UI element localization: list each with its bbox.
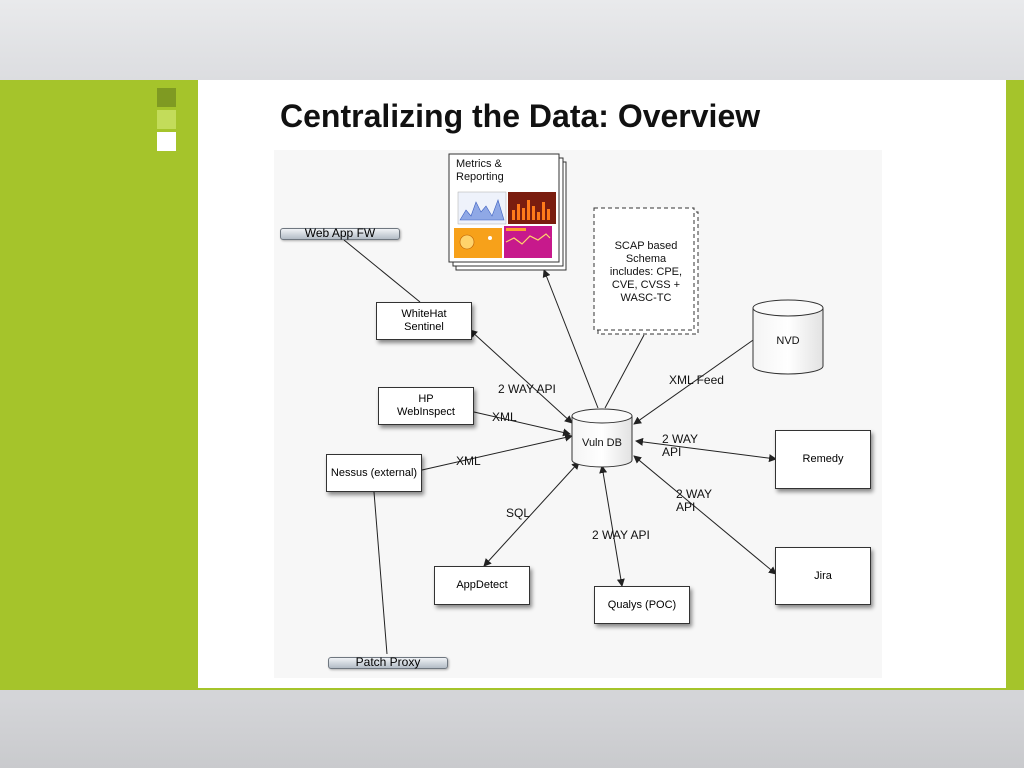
qualys-poc-box: Qualys (POC) <box>594 586 690 624</box>
edge-qualys-vulndb <box>602 466 622 586</box>
edge-scap-vulndb <box>605 335 644 408</box>
edge-appdetect-vulndb <box>484 462 579 566</box>
edge-whitehat-vulndb <box>470 330 572 423</box>
jira-box: Jira <box>775 547 871 605</box>
edge-jira-vulndb <box>634 456 776 574</box>
vuln-db-label: Vuln DB <box>572 437 632 450</box>
patch-proxy-label: Patch Proxy <box>329 656 447 669</box>
whitehat-sentinel-box: WhiteHat Sentinel <box>376 302 472 340</box>
patch-proxy-device: Patch Proxy <box>328 657 448 669</box>
web-app-fw-label: Web App FW <box>281 227 399 240</box>
metrics-reporting-label: Metrics & Reporting <box>456 158 526 184</box>
slide-title: Centralizing the Data: Overview <box>280 98 760 135</box>
edge-nessus-patchproxy <box>374 492 387 654</box>
nessus-external-box: Nessus (external) <box>326 454 422 492</box>
web-app-fw-device: Web App FW <box>280 228 400 240</box>
edge-label-remedy-api: 2 WAY API <box>662 433 698 459</box>
nvd-label: NVD <box>753 335 823 348</box>
edge-label-nessus-xml: XML <box>456 455 481 468</box>
edge-label-jira-api: 2 WAY API <box>676 488 712 514</box>
edge-label-hp-xml: XML <box>492 411 517 424</box>
hp-webinspect-box: HP WebInspect <box>378 387 474 425</box>
edge-label-nvd-feed: XML Feed <box>669 374 724 387</box>
edge-label-whitehat-api: 2 WAY API <box>498 383 556 396</box>
edge-webappfw-whitehat <box>344 240 420 302</box>
edge-hp-vulndb <box>474 412 570 434</box>
remedy-box: Remedy <box>775 430 871 489</box>
edge-label-appdetect-sql: SQL <box>506 507 530 520</box>
scap-schema-label: SCAP based Schema includes: CPE, CVE, CV… <box>596 240 696 305</box>
architecture-diagram: Metrics & Reporting SCAP based Schema in… <box>274 150 882 678</box>
deco-square-light <box>157 132 176 151</box>
edge-label-qualys-api: 2 WAY API <box>592 529 650 542</box>
edge-remedy-vulndb <box>636 441 776 459</box>
edge-nessus-vulndb <box>422 436 572 470</box>
deco-square-mid <box>157 110 176 129</box>
deco-square-dark <box>157 88 176 107</box>
appdetect-box: AppDetect <box>434 566 530 605</box>
